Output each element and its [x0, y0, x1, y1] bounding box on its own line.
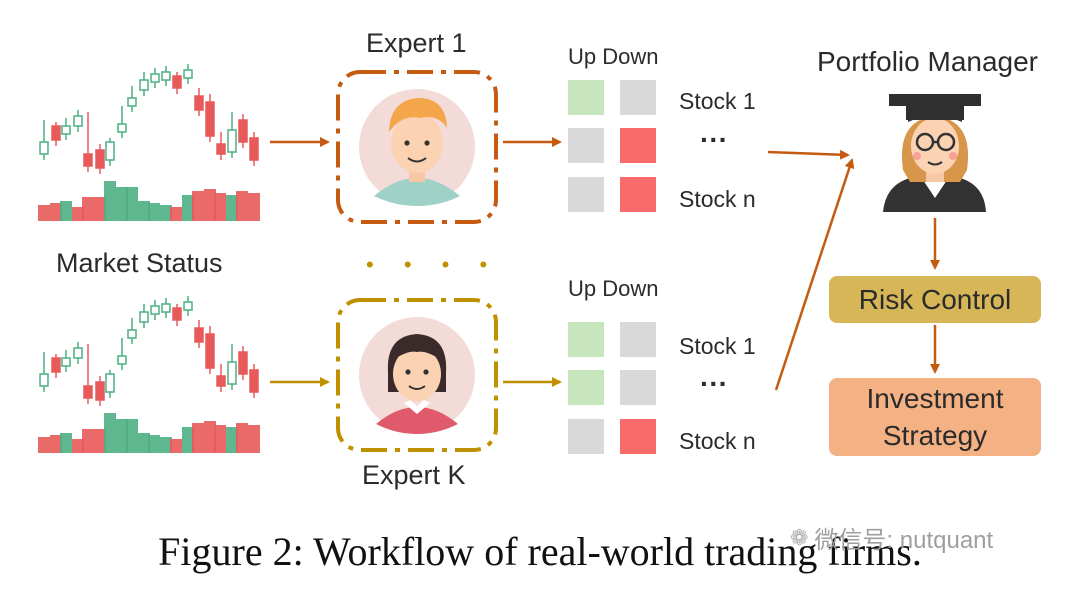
expert-1-label: Expert 1 — [366, 28, 467, 58]
risk-control-label: Risk Control — [858, 284, 1012, 315]
candlestick-chart-icon — [38, 64, 260, 221]
expert-k-label: Expert K — [362, 460, 466, 490]
investment-strategy-label-line2: Strategy — [882, 420, 988, 451]
watermark-text: 微信号: nutquant — [814, 527, 994, 554]
expert-1-frame — [336, 70, 498, 224]
stock-1-label: Stock 1 — [679, 333, 756, 359]
graduate-woman-icon — [883, 94, 986, 212]
stock-1-label: Stock 1 — [679, 88, 756, 114]
stock-dots: ··· — [700, 124, 728, 155]
up-down-header: Up Down — [568, 44, 659, 69]
expert-k-frame — [336, 298, 498, 452]
up-down-header: Up Down — [568, 276, 659, 301]
risk-control-box — [829, 276, 1041, 323]
candlestick-chart-icon — [38, 296, 260, 453]
investment-strategy-box — [829, 378, 1041, 456]
up-down-grid — [568, 322, 656, 454]
arrow-grid-1-to-manager — [767, 149, 850, 160]
stock-n-label: Stock n — [679, 428, 756, 454]
portfolio-manager-label: Portfolio Manager — [817, 46, 1039, 77]
stock-n-label: Stock n — [679, 186, 756, 212]
figure-caption: Figure 2: Workflow of real-world trading… — [158, 529, 922, 574]
arrow-grid-k-to-manager — [774, 158, 855, 391]
up-down-grid — [568, 80, 656, 212]
investment-strategy-label-line1: Investment — [866, 383, 1004, 414]
experts-ellipsis: • • • • — [366, 252, 500, 277]
wechat-icon: ❁ — [790, 524, 809, 550]
girl-avatar-icon — [359, 317, 475, 434]
watermark: ❁ 微信号: nutquant — [790, 520, 993, 555]
stock-dots: ··· — [700, 368, 728, 399]
market-status-label: Market Status — [56, 248, 223, 278]
boy-avatar-icon — [359, 89, 475, 206]
